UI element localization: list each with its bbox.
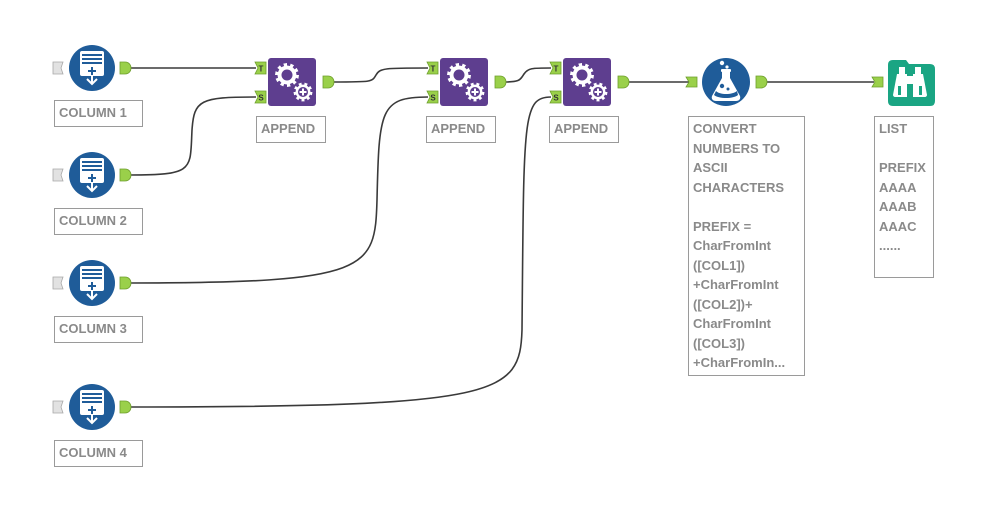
append-gears-icon [275,63,313,102]
connection-append1-append2[interactable] [332,67,429,83]
flask-icon [711,60,741,101]
append-tool-3[interactable]: TS [549,58,630,106]
append-gears-icon [570,63,608,102]
text-input-tool-4[interactable] [52,384,132,430]
question-anchor [52,400,64,414]
text-input-tool-3[interactable] [52,260,132,306]
target-anchor-letter: T [554,65,559,74]
append-tool-1[interactable]: TS [254,58,335,106]
browse-tool[interactable] [871,60,935,106]
connection-col4-append3[interactable] [129,96,552,408]
target-anchor[interactable]: T [549,61,562,75]
question-anchor [52,276,64,290]
question-anchor [52,168,64,182]
source-anchor-letter: S [430,94,436,103]
text-input-tool-2[interactable] [52,152,132,198]
label-column-4: COLUMN 4 [54,440,143,467]
source-anchor-letter: S [258,94,264,103]
input-anchor[interactable] [871,76,884,88]
formula-tool[interactable] [685,58,768,106]
append-tool-2[interactable]: TS [426,58,507,106]
append-gears-icon [447,63,485,102]
label-column-3: COLUMN 3 [54,316,143,343]
output-anchor[interactable] [494,75,507,89]
target-anchor-letter: T [431,65,436,74]
connection-col3-append2[interactable] [129,96,429,284]
source-anchor[interactable]: S [254,90,267,104]
label-append-2: APPEND [426,116,496,143]
output-anchor[interactable] [755,75,768,89]
text-input-icon [80,266,104,301]
output-anchor[interactable] [322,75,335,89]
output-anchor[interactable] [617,75,630,89]
output-anchor[interactable] [119,276,132,290]
target-anchor-letter: T [259,65,264,74]
source-anchor[interactable]: S [549,90,562,104]
label-column-1: COLUMN 1 [54,100,143,127]
label-append-1: APPEND [256,116,326,143]
source-anchor-letter: S [553,94,559,103]
question-anchor [52,61,64,75]
target-anchor[interactable]: T [254,61,267,75]
label-append-3: APPEND [549,116,619,143]
binoculars-icon [893,67,927,97]
output-anchor[interactable] [119,61,132,75]
connection-col2-append1[interactable] [129,96,257,176]
source-anchor[interactable]: S [426,90,439,104]
target-anchor[interactable]: T [426,61,439,75]
text-input-icon [80,158,104,193]
output-anchor[interactable] [119,400,132,414]
connectors [129,67,874,408]
label-browse: LIST PREFIX AAAA AAAB AAAC ...... [874,116,934,278]
text-input-tool-1[interactable] [52,45,132,91]
text-input-icon [80,51,104,86]
label-column-2: COLUMN 2 [54,208,143,235]
output-anchor[interactable] [119,168,132,182]
label-formula: CONVERT NUMBERS TO ASCII CHARACTERS PREF… [688,116,805,376]
text-input-icon [80,390,104,425]
input-anchor[interactable] [685,76,698,88]
connection-append2-append3[interactable] [503,67,552,83]
